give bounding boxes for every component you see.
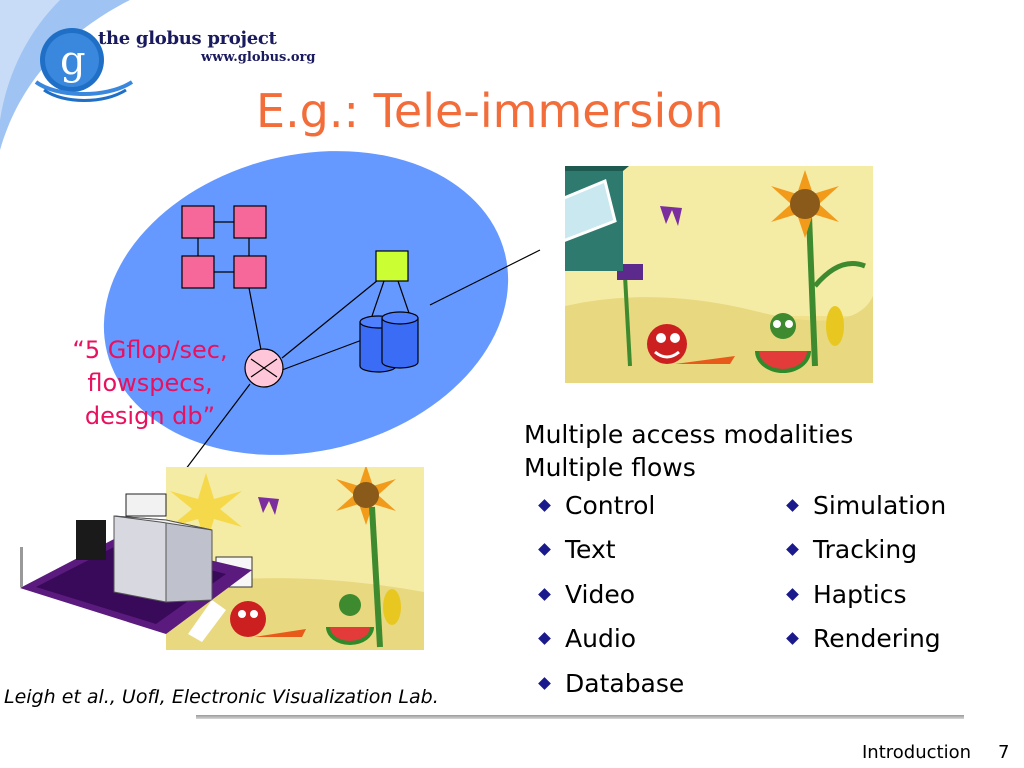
server-node (375, 250, 409, 282)
cave-room-icon (20, 493, 252, 642)
compute-node (181, 205, 215, 239)
slide-title: E.g.: Tele-immersion (256, 84, 724, 138)
image-credit: Leigh et al., UofI, Electronic Visualiza… (4, 686, 439, 708)
diamond-bullet-icon (786, 632, 799, 645)
page-number: 7 (998, 742, 1010, 763)
diamond-bullet-icon (538, 543, 551, 556)
quote-line: design db” (84, 402, 216, 430)
flow-bullet: Text (536, 535, 616, 564)
footer-rule (196, 715, 964, 719)
compute-node (233, 205, 267, 239)
diamond-bullet-icon (538, 588, 551, 601)
diamond-bullet-icon (786, 499, 799, 512)
diamond-bullet-icon (786, 543, 799, 556)
logo-name: the globus project (98, 28, 277, 49)
flow-bullet: Audio (536, 624, 636, 653)
flow-bullet: Haptics (784, 580, 907, 609)
diamond-bullet-icon (786, 588, 799, 601)
globus-logo: g (34, 28, 134, 102)
database-icon (359, 311, 419, 373)
flow-bullet: Simulation (784, 491, 946, 520)
flow-bullet: Video (536, 580, 635, 609)
diamond-bullet-icon (538, 499, 551, 512)
access-modalities-line: Multiple access modalities (524, 420, 854, 449)
quote-line: “5 Gflop/sec, (72, 336, 228, 364)
flow-bullet: Tracking (784, 535, 917, 564)
logo-url: www.globus.org (201, 50, 316, 65)
diamond-bullet-icon (538, 632, 551, 645)
diamond-bullet-icon (538, 677, 551, 690)
router-icon (244, 348, 284, 388)
quote-line: flowspecs, (87, 369, 213, 397)
flow-bullet: Database (536, 669, 684, 698)
compute-node (181, 255, 215, 289)
flow-bullet: Rendering (784, 624, 941, 653)
corner-swoosh (0, 0, 130, 150)
virtual-scene-image (565, 166, 873, 383)
footer-section-label: Introduction (862, 742, 972, 763)
compute-node (233, 255, 267, 289)
performance-quote: “5 Gflop/sec, flowspecs, design db” (40, 334, 260, 433)
flow-bullet: Control (536, 491, 655, 520)
logo-letter: g (60, 38, 86, 84)
multiple-flows-line: Multiple flows (524, 453, 696, 482)
network-diagram (103, 151, 541, 480)
